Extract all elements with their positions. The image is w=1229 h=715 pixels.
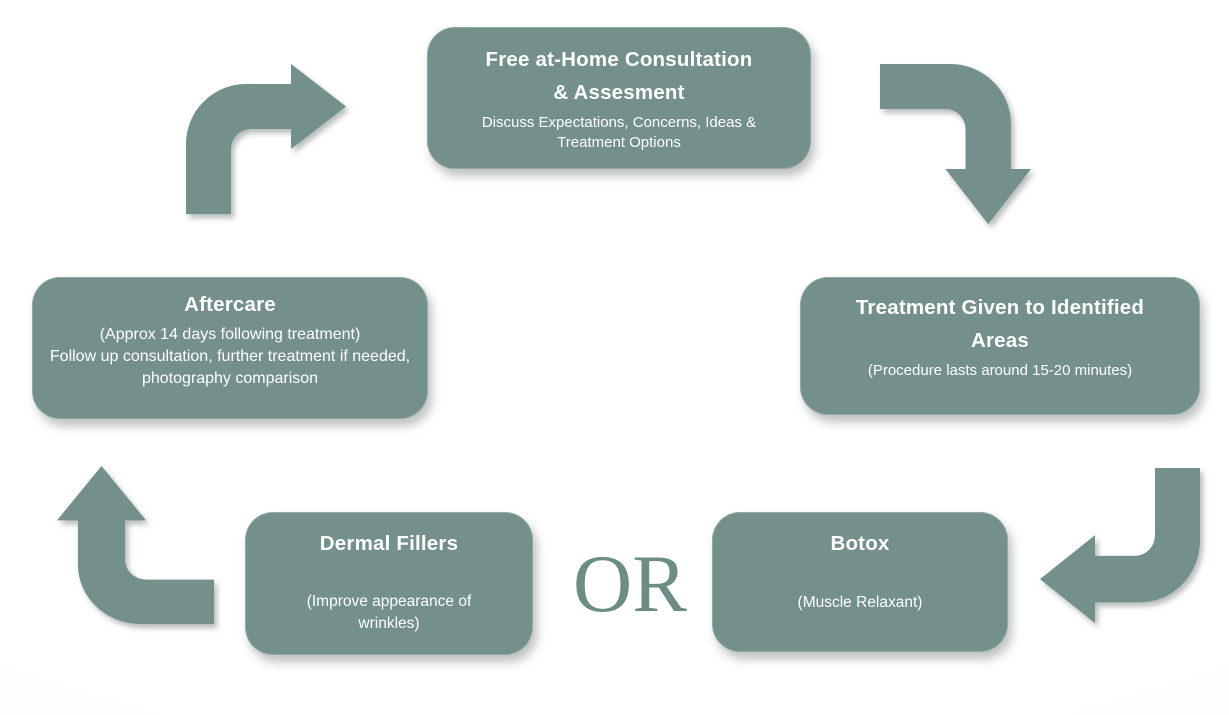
treatment-to-botox-arrow-icon xyxy=(1040,468,1200,623)
dermal-fillers-to-aftercare-arrow-icon xyxy=(57,466,214,624)
step-description-line: (Approx 14 days following treatment) xyxy=(99,326,361,343)
step-title-line: Dermal Fillers xyxy=(319,532,459,555)
step-description: (Improve appearance of wrinkles) xyxy=(306,593,472,632)
step-title-line: Treatment Given to Identified xyxy=(855,296,1145,319)
or-connector-label: OR xyxy=(573,538,687,629)
step-box-aftercare: Aftercare (Approx 14 days following trea… xyxy=(32,277,428,419)
step-title: Botox xyxy=(728,527,992,560)
step-box-consultation: Free at-Home Consultation & Assesment Di… xyxy=(427,27,811,169)
step-title-line: Free at-Home Consultation xyxy=(485,48,753,71)
step-box-treatment: Treatment Given to Identified Areas (Pro… xyxy=(800,277,1200,415)
step-description: (Procedure lasts around 15-20 minutes) xyxy=(867,362,1133,379)
step-title-line: Areas xyxy=(971,329,1029,352)
step-title: Free at-Home Consultation & Assesment xyxy=(443,43,795,109)
step-title-line: Botox xyxy=(830,532,890,555)
step-description: (Approx 14 days following treatment) Fol… xyxy=(47,324,413,390)
step-title-line: Aftercare xyxy=(184,293,276,316)
step-box-botox: Botox (Muscle Relaxant) xyxy=(712,512,1008,652)
step-box-dermal-fillers: Dermal Fillers (Improve appearance of wr… xyxy=(245,512,533,655)
step-description: Discuss Expectations, Concerns, Ideas & … xyxy=(481,114,757,151)
step-description: (Muscle Relaxant) xyxy=(797,594,923,611)
step-title: Aftercare xyxy=(47,288,413,321)
step-title: Dermal Fillers xyxy=(261,527,517,560)
step-title: Treatment Given to Identified Areas xyxy=(818,291,1182,357)
consultation-to-treatment-arrow-icon xyxy=(880,64,1031,224)
aftercare-to-consultation-arrow-icon xyxy=(186,64,346,214)
step-title-line: & Assesment xyxy=(553,81,685,104)
step-description-line: Follow up consultation, further treatmen… xyxy=(49,348,411,387)
